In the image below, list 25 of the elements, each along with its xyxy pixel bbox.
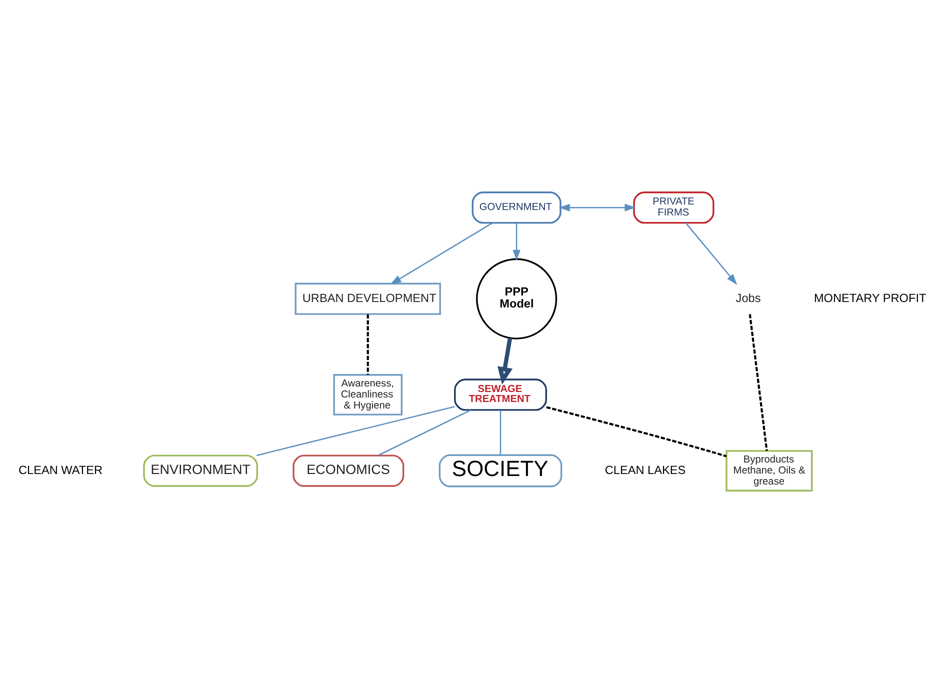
label: MONETARY PROFIT — [814, 290, 926, 304]
node-circle: PPP Model — [476, 258, 558, 339]
node-box: Awareness, Cleanliness & Hygiene — [333, 374, 403, 415]
connector — [500, 410, 502, 454]
node-box: SEWAGE TREATMENT — [454, 378, 547, 410]
label: CLEAN LAKES — [604, 462, 686, 476]
node-box: SOCIETY — [438, 454, 562, 487]
node-text: Jobs — [736, 290, 761, 304]
arrow — [512, 222, 520, 260]
arrow — [558, 203, 636, 211]
connector — [748, 314, 768, 450]
label: CLEAN WATER — [18, 462, 103, 476]
connector — [256, 406, 455, 456]
arrow — [685, 222, 738, 284]
arrow — [390, 222, 493, 284]
connector — [378, 409, 472, 456]
node-box: ECONOMICS — [292, 454, 404, 486]
node-box: PRIVATE FIRMS — [633, 191, 714, 224]
node-box: ENVIRONMENT — [143, 454, 258, 486]
node-box: URBAN DEVELOPMENT — [294, 282, 441, 314]
arrow — [497, 337, 513, 384]
connector — [546, 406, 727, 457]
node-box: GOVERNMENT — [472, 191, 562, 224]
node-box: Byproducts Methane, Oils & grease — [726, 450, 813, 491]
connector — [366, 314, 369, 374]
